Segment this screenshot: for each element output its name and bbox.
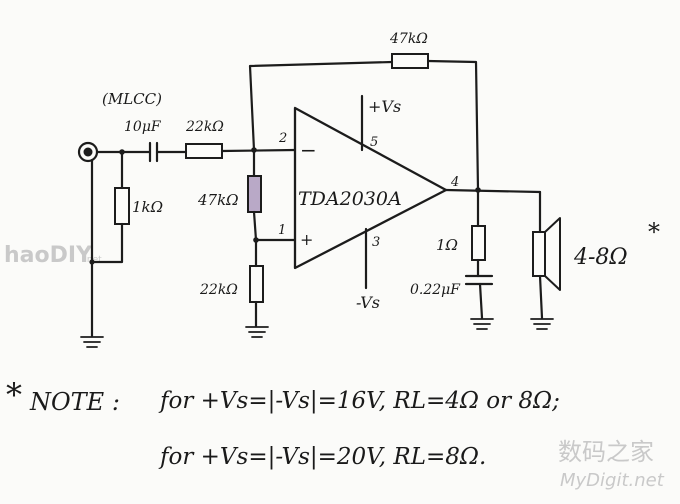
pin-output: 4 (450, 175, 459, 190)
label-mlcc: (MLCC) (102, 90, 162, 108)
capacitor-0-22uf (464, 274, 494, 286)
node-ground-join (89, 259, 95, 265)
opamp-triangle (293, 106, 448, 270)
resistor-1ohm (471, 225, 486, 261)
opamp-plus: + (300, 230, 313, 249)
resistor-47k-bias (247, 175, 262, 213)
label-r-bias: 47kΩ (197, 191, 239, 209)
label-r-bias-low: 22kΩ (199, 282, 238, 298)
label-c-zobel: 0.22μF (410, 282, 461, 298)
wire-shunt-bottom (90, 222, 124, 264)
input-jack (77, 141, 99, 163)
watermark-right-en: MyDigit.net (560, 470, 665, 491)
note-label: NOTE : (29, 388, 120, 416)
pin-vplus: 5 (370, 135, 378, 150)
ground-symbol-input (80, 336, 104, 348)
ground-symbol-zobel (470, 318, 494, 330)
opamp-minus: − (300, 138, 317, 162)
note-line-1: for +Vs=|-Vs|=16V, RL=4Ω or 8Ω; (158, 388, 560, 414)
wire-feedback-right (426, 59, 480, 192)
speaker-note-mark: * (648, 218, 660, 246)
watermark-haodiy: haoDIY .net (4, 243, 102, 268)
note-line-2: for +Vs=|-Vs|=20V, RL=8Ω. (158, 444, 486, 470)
label-speaker: 4-8Ω (573, 245, 628, 270)
label-r-zobel: 1Ω (436, 236, 458, 254)
resistor-22k-series (185, 143, 223, 159)
label-r-input-shunt: 1kΩ (132, 198, 163, 216)
wire-feedback-left (248, 60, 394, 152)
speaker-icon (532, 217, 561, 291)
watermark-mydigit: 数码之家 MyDigit.net (558, 438, 665, 491)
note-star: * (6, 376, 22, 414)
watermark-right-cn: 数码之家 (558, 438, 654, 466)
watermark-left-text: haoDIY (4, 243, 93, 268)
resistor-47k-feedback (391, 53, 429, 69)
pin-vminus: 3 (372, 235, 380, 250)
wire-r22k-to-inverting (220, 148, 297, 153)
ground-symbol-speaker (530, 318, 554, 330)
wire-zobel-bottom (478, 282, 484, 320)
label-supply-plus: +Vs (368, 97, 401, 116)
pin-inverting: 2 (278, 131, 287, 146)
label-supply-minus: -Vs (356, 293, 380, 312)
ground-symbol-bias (245, 326, 269, 338)
resistor-1k (114, 187, 130, 225)
label-r-series: 22kΩ (185, 119, 224, 135)
label-r-feedback: 47kΩ (389, 31, 428, 47)
pin-noninverting: 1 (278, 223, 286, 238)
label-c-input: 10μF (124, 119, 162, 135)
wire-output (444, 188, 542, 194)
wire-bias-bottom (252, 210, 258, 242)
opamp-name: TDA2030A (298, 188, 402, 210)
wire-speaker-bottom (538, 274, 544, 320)
resistor-22k-bias (249, 265, 264, 303)
